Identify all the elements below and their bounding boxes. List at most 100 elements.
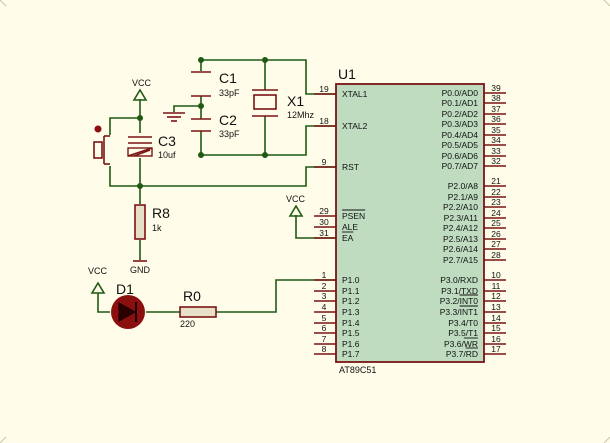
r0-value: 220 [180, 319, 195, 329]
pin-name: P0.6/AD6 [442, 151, 479, 161]
pin-number: 26 [491, 229, 501, 239]
pin-name: P3.1/TXD [441, 286, 478, 296]
led-d1[interactable]: D1 [111, 281, 145, 329]
pin-name: XTAL1 [342, 89, 368, 99]
capacitor-c2[interactable]: C2 33pF [191, 112, 240, 139]
wire-p10-net [216, 279, 336, 313]
pin-number: 2 [322, 281, 327, 291]
x1-body [253, 94, 277, 110]
pin-name: P0.3/AD3 [442, 119, 479, 129]
pin-number: 7 [322, 334, 327, 344]
pin-number: 32 [491, 156, 501, 166]
pin-name: P1.1 [342, 286, 360, 296]
pin-name: P0.4/AD4 [442, 130, 479, 140]
vcc-arrow-icon [132, 88, 148, 101]
capacitor-c1[interactable]: C1 33pF [191, 70, 240, 98]
r0-ref: R0 [183, 288, 201, 304]
wire-switch-bottom [109, 166, 140, 187]
r0-body [179, 306, 217, 318]
pin-number: 9 [322, 157, 327, 167]
resistor-r0[interactable]: R0 220 [179, 288, 217, 329]
reset-switch[interactable] [93, 125, 110, 165]
pin-number: 14 [491, 313, 501, 323]
pin-number: 23 [491, 197, 501, 207]
pin-name: P2.3/A11 [444, 213, 479, 223]
vcc-terminal-led: VCC [88, 266, 108, 294]
pin-name: P2.7/A15 [443, 255, 478, 265]
crystal-x1[interactable]: X1 12Mhz [252, 89, 315, 120]
c2-value: 33pF [219, 129, 240, 139]
pin-name: P0.7/AD7 [442, 161, 479, 171]
c3-value: 10uf [158, 150, 176, 160]
wire-rst-net [140, 166, 336, 187]
pin-number: 35 [491, 125, 501, 135]
d1-ref: D1 [116, 281, 134, 297]
wire-led-vcc [97, 293, 110, 313]
junction [137, 115, 143, 121]
pin-number: 3 [322, 291, 327, 301]
resistor-r8[interactable]: R8 1k [134, 204, 170, 240]
vcc-terminal-ea: VCC [286, 194, 306, 217]
pin-number: 27 [491, 239, 501, 249]
pin-number: 11 [492, 281, 501, 291]
pin-name: XTAL2 [342, 121, 368, 131]
vcc-label: VCC [88, 266, 108, 276]
vcc-arrow-icon [288, 204, 304, 217]
pin-name: P3.7/ [446, 349, 466, 359]
vcc-label: VCC [132, 78, 152, 88]
switch-contact [94, 125, 102, 133]
pin-number: 1 [322, 270, 327, 280]
junctions [137, 57, 268, 189]
pin-name-tail: RD [466, 349, 478, 359]
pin-number: 16 [491, 334, 501, 344]
junction [198, 152, 204, 158]
pin-name: P2.4/A12 [443, 223, 478, 233]
pin-name: P2.0/A8 [448, 181, 479, 191]
capacitor-c3[interactable]: C3 10uf [127, 133, 176, 160]
pin-name: P0.0/AD0 [442, 88, 479, 98]
pin-name: P0.5/AD5 [442, 140, 479, 150]
pin-number: 21 [491, 176, 501, 186]
